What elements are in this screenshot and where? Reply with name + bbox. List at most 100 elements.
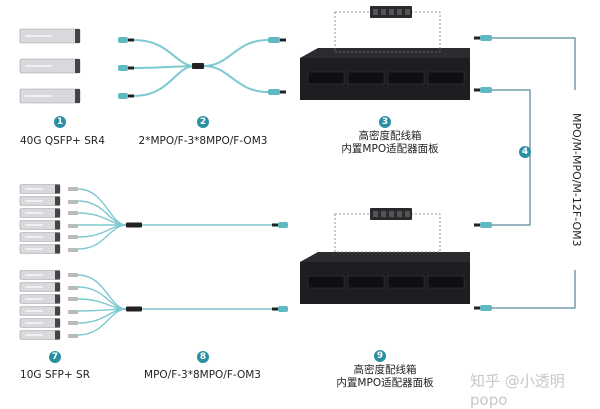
group1-sfp-module-latch [55,232,60,242]
mpo-connector [268,89,280,95]
label-panel-bottom: 高密度配线箱 内置MPO适配器面板 [315,364,455,390]
top-adapter-port [397,9,402,15]
label-panel-bottom-line1: 高密度配线箱 [353,364,417,376]
panel-mpo-connector-boot [474,223,480,227]
panel-bottom-adapter-slot [307,275,345,289]
group2-sfp-module-label [25,298,43,300]
label-10g-sfp: 10G SFP+ SR [20,369,90,381]
qsfp-module-label [25,95,52,97]
label-40g-qsfp: 40G QSFP+ SR4 [20,135,105,147]
group2-sfp-module-label [25,286,43,288]
panel-mpo-connector [480,222,492,228]
group1-sfp-module-latch [55,208,60,218]
panel-top-adapter-slot [427,71,465,85]
bottom-adapter-port [381,211,386,217]
panel-mpo-connector-boot [474,306,480,310]
qsfp-module-latch [75,89,80,103]
qsfp-module-latch [75,29,80,43]
group1-lc-connector [68,211,78,215]
group2-sfp-module-label [25,334,43,336]
label-harness-top: 2*MPO/F-3*8MPO/F-OM3 [138,135,268,147]
panel-bottom-adapter-slot [427,275,465,289]
harness-fiber [133,39,196,67]
group2-sfp-module-latch [55,282,60,292]
badge-8: 8 [197,351,209,363]
group1-lc-connector [68,235,78,239]
qsfp-module-label [25,65,52,67]
label-panel-bottom-line2: 内置MPO适配器面板 [336,377,434,389]
panel-bottom-adapter-slot [347,275,385,289]
mpo-connector-boot [128,94,134,98]
top-adapter-port [373,9,378,15]
badge-3: 3 [379,116,391,128]
bottom-adapter-port [389,211,394,217]
group1-sfp-module-label [25,248,43,250]
group2-sfp-module-latch [55,306,60,316]
group1-sfp-module-label [25,188,43,190]
top-adapter-port [405,9,410,15]
group2-lc-connector [68,334,78,338]
group2-sfp-module-latch [55,318,60,328]
group2-mpo-connector [278,306,288,312]
panel-mpo-connector [480,35,492,41]
badge-4: 4 [519,146,531,158]
group1-sfp-module-label [25,212,43,214]
group1-sfp-module-label [25,224,43,226]
panel-top-top [300,48,470,58]
group2-lc-connector [68,297,78,301]
mpo-connector-boot [128,38,134,42]
group1-lc-connector [68,248,78,252]
panel-mpo-connector [480,87,492,93]
mpo-connector [118,65,128,71]
badge-9: 9 [374,350,386,362]
group1-lc-connector [68,200,78,204]
group1-sfp-module-latch [55,220,60,230]
group1-fanout-fiber [77,224,127,250]
mpo-connector [118,37,128,43]
group1-mpo-connector [278,222,288,228]
group1-sfp-module-latch [55,196,60,206]
qsfp-module-label [25,35,52,37]
mpo-connector [268,37,280,43]
group1-fanout-fiber [77,188,127,226]
group1-sfp-module-latch [55,244,60,254]
group2-fanout-fiber [77,308,127,336]
top-adapter-port [381,9,386,15]
qsfp-module-latch [75,59,80,73]
group2-sfp-module-label [25,310,43,312]
panel-top-adapter-slot [307,71,345,85]
badge-1: 1 [54,116,66,128]
group1-mpo-boot [272,223,278,227]
bottom-adapter-port [373,211,378,217]
group2-sfp-module-label [25,274,43,276]
group2-fanout-fiber [77,298,127,310]
label-panel-top-line1: 高密度配线箱 [358,130,422,142]
panel-top-adapter-slot [387,71,425,85]
harness-fiber [203,65,269,93]
trunk-cable-outer [492,37,576,309]
group2-sfp-module-label [25,322,43,324]
group1-fanout-splitter [126,222,142,228]
group2-mpo-boot [272,307,278,311]
harness-fiber [133,65,196,97]
group1-lc-connector [68,187,78,191]
harness-splitter [192,63,204,69]
panel-mpo-connector-boot [474,88,480,92]
label-harness-bottom: MPO/F-3*8MPO/F-OM3 [144,369,261,381]
mpo-connector [118,93,128,99]
badge-7: 7 [49,351,61,363]
top-adapter-port [389,9,394,15]
group2-sfp-module-latch [55,270,60,280]
group1-sfp-module-label [25,200,43,202]
trunk-cable-inner [492,89,531,226]
group2-lc-connector [68,286,78,290]
group1-sfp-module-label [25,236,43,238]
group2-fanout-fiber [77,274,127,310]
harness-fiber [203,39,269,67]
group2-sfp-module-latch [55,330,60,340]
mpo-connector-boot [280,90,286,94]
mpo-connector-boot [128,66,134,70]
panel-mpo-connector [480,305,492,311]
